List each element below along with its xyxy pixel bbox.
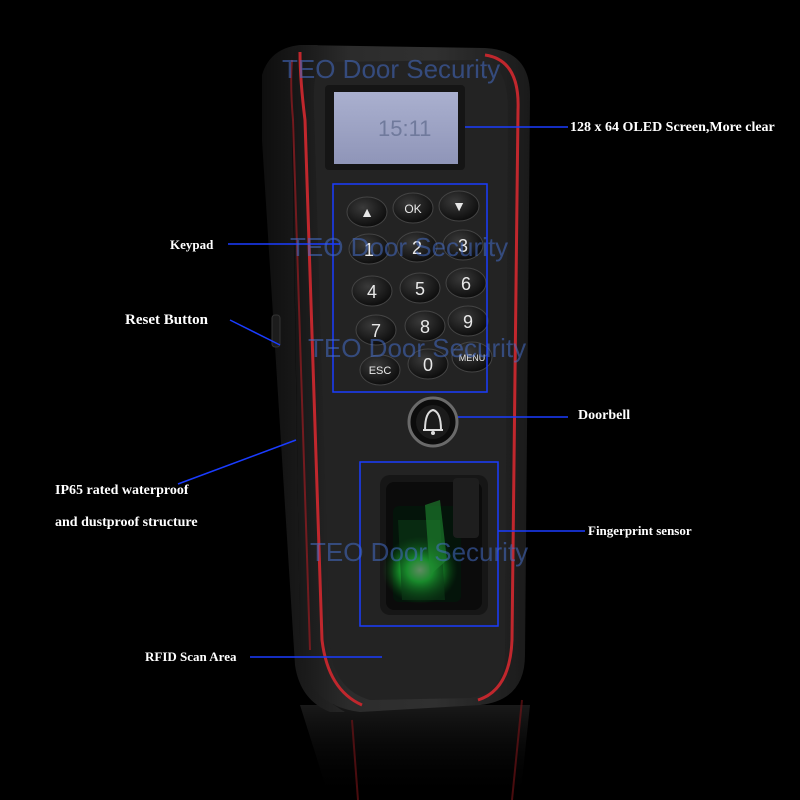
keypad-frame	[332, 183, 488, 393]
key-ok: OK	[404, 202, 421, 216]
bell-icon	[423, 408, 443, 431]
key-down: ▼	[452, 198, 466, 214]
keypad-keys	[346, 190, 493, 386]
key-1: 1	[364, 240, 374, 260]
key-0: 0	[423, 355, 433, 375]
highlight-frames	[332, 183, 499, 627]
screen-time: 15:11	[378, 116, 431, 141]
key-6: 6	[461, 274, 471, 294]
callout-keypad: Keypad	[170, 237, 214, 252]
key-up: ▲	[360, 204, 374, 220]
callout-waterproof-line2: and dustproof structure	[55, 515, 198, 530]
key-menu: MENU	[459, 353, 486, 363]
key-4: 4	[367, 282, 377, 302]
red-trim-right	[477, 53, 520, 702]
device-side	[262, 45, 345, 712]
key-esc: ESC	[369, 365, 392, 377]
key-7: 7	[371, 321, 381, 341]
callout-screen: 128 x 64 OLED Screen,More clear	[570, 120, 775, 135]
callout-doorbell: Doorbell	[578, 408, 631, 423]
key-2: 2	[412, 238, 422, 258]
floor-reflection	[300, 705, 530, 800]
callout-reset-button: Reset Button	[125, 312, 208, 328]
key-5: 5	[415, 279, 425, 299]
oled-screen	[334, 92, 458, 164]
red-trim-left	[298, 51, 363, 707]
callout-rfid: RFID Scan Area	[145, 649, 237, 664]
fingerprint-frame	[359, 461, 499, 627]
reset-button-shape	[271, 314, 281, 348]
key-8: 8	[420, 317, 430, 337]
key-3: 3	[458, 236, 468, 256]
keypad-labels: ▲ OK ▼ 1 2 3 4 5 6 7 8 9 ESC 0 MENU	[360, 198, 485, 377]
key-9: 9	[463, 312, 473, 332]
callout-fingerprint: Fingerprint sensor	[588, 523, 692, 538]
callout-lines	[177, 126, 585, 658]
callout-waterproof-line1: IP65 rated waterproof	[55, 483, 189, 498]
